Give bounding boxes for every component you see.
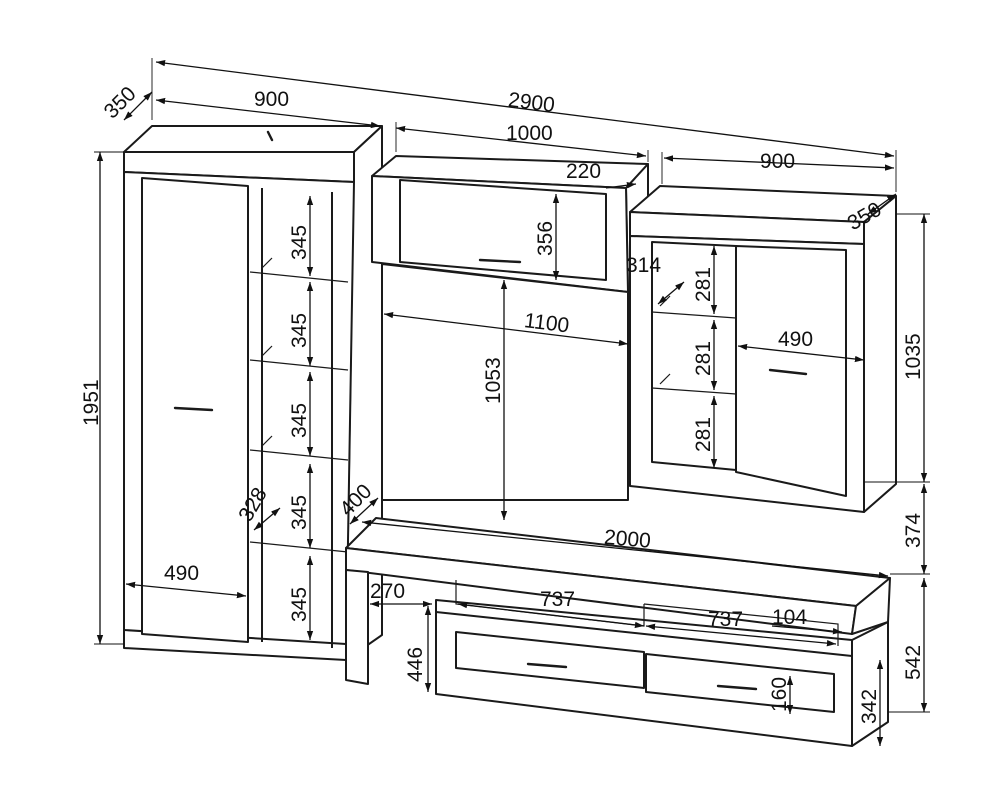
- right-door-handle: [768, 368, 808, 376]
- dim-left-shelf-3: 345: [288, 403, 311, 438]
- right-hanging-cabinet: [629, 185, 897, 513]
- dim-stand-section-2: 737: [708, 608, 743, 631]
- dim-left-shelf-2: 345: [288, 313, 311, 348]
- dim-stand-leg-height: 446: [404, 647, 427, 682]
- dim-right-gap: 374: [902, 513, 925, 548]
- drawer-left: [455, 631, 645, 689]
- drawer-right-handle: [716, 684, 758, 691]
- dim-stand-side-height: 342: [858, 689, 881, 724]
- left-door-handle: [173, 406, 214, 412]
- top-cabinet-handle: [478, 258, 522, 264]
- dim-right-door-width: 490: [778, 328, 813, 351]
- dim-left-shelf-1: 345: [288, 225, 311, 260]
- dim-depth-top-left: 350: [100, 82, 141, 123]
- drawer-left-handle: [526, 662, 568, 669]
- dimension-lines: [94, 58, 930, 746]
- dim-left-shelf-5: 345: [288, 587, 311, 622]
- dimension-labels: 2900 350 900 1000 220 900 350 1951 490 3…: [80, 82, 925, 724]
- dim-stand-section-1: 737: [540, 588, 575, 611]
- dim-stand-leg-width: 270: [370, 580, 405, 603]
- left-tall-cabinet: [123, 125, 383, 661]
- dim-right-cabinet-width: 900: [760, 150, 795, 173]
- dim-stand-height: 542: [902, 645, 925, 680]
- dim-left-cabinet-width: 900: [254, 88, 289, 111]
- dim-right-shelf-3: 281: [692, 417, 715, 452]
- tv-back-panel: [381, 263, 629, 520]
- dim-right-shelf-2: 281: [692, 341, 715, 376]
- dim-left-door-width: 490: [164, 562, 199, 585]
- dim-right-cabinet-height: 1035: [902, 333, 925, 380]
- dim-total-width: 2900: [507, 88, 556, 117]
- dim-right-shelf-1: 281: [692, 267, 715, 302]
- dim-stand-width: 2000: [603, 526, 652, 553]
- dim-tv-space-width: 1100: [523, 309, 571, 337]
- dim-tv-space-height: 1053: [482, 357, 505, 404]
- dim-top-cabinet-width: 1000: [506, 122, 553, 145]
- dim-left-cabinet-height: 1951: [80, 379, 103, 426]
- dim-right-shelf-depth: 314: [626, 254, 661, 277]
- dim-stand-side-depth: 104: [772, 606, 807, 629]
- dim-top-cabinet-depth: 220: [566, 160, 601, 183]
- dim-drawer-height: 160: [768, 677, 791, 712]
- dim-left-shelf-4: 345: [288, 495, 311, 530]
- drawer-right: [645, 653, 835, 713]
- dim-top-cabinet-height: 356: [534, 221, 557, 256]
